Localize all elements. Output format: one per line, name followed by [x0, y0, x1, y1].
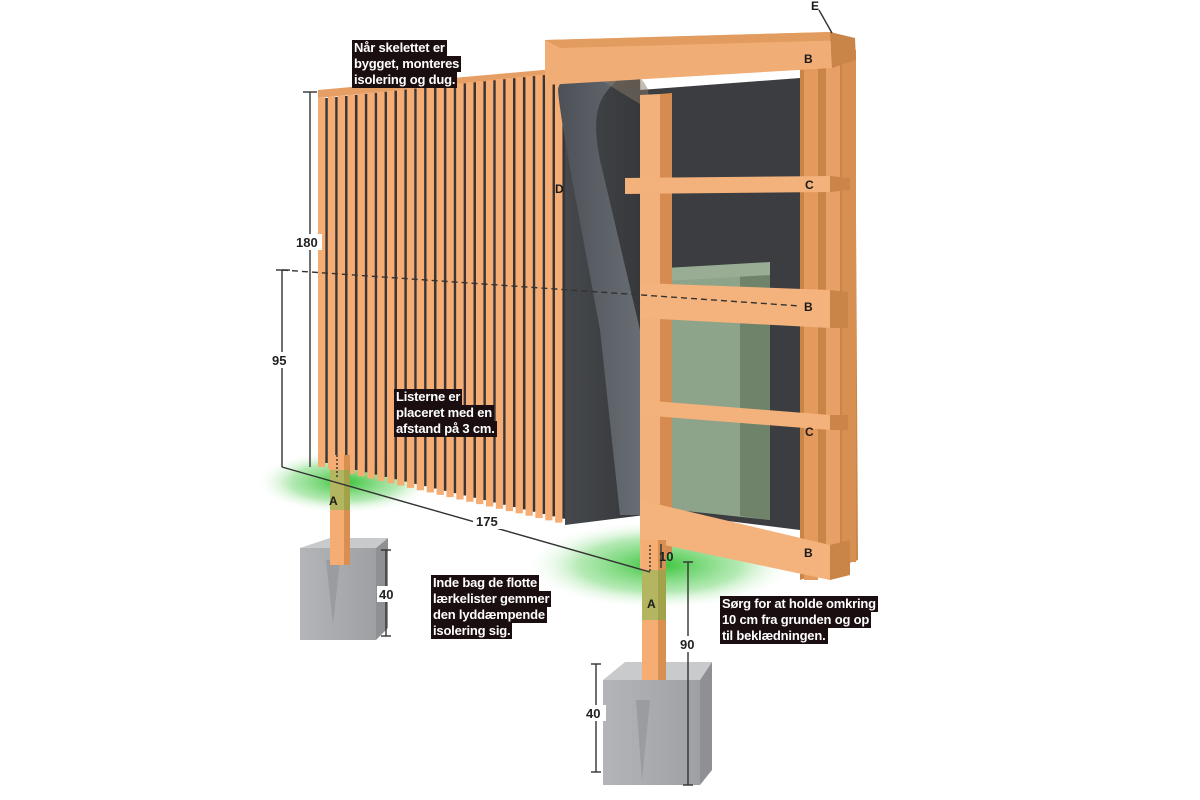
caption-line: isolering sig. [431, 623, 513, 639]
slat-gap-shadow [374, 92, 378, 475]
slat [515, 76, 523, 514]
slat-gap-shadow [552, 74, 556, 517]
dim-90: 90 [680, 637, 694, 652]
slat [495, 78, 504, 509]
slat [337, 95, 346, 472]
slat-gap-shadow [503, 79, 506, 505]
front-stud [640, 94, 660, 570]
dimension-lines [276, 9, 833, 786]
label-c-upper: C [805, 178, 814, 192]
slat [555, 72, 563, 523]
slat-gap-shadow [532, 76, 536, 512]
slat [476, 81, 484, 505]
caption-insulation: Inde bag de flotte lærkelister gemmer de… [431, 575, 552, 639]
caption-line: Inde bag de flotte [431, 575, 540, 591]
slat-gap-shadow [463, 83, 467, 496]
rail-b-top [545, 32, 856, 85]
dim-40-right: 40 [586, 706, 600, 721]
slat-gap-shadow [345, 95, 348, 468]
slat-gap-shadow [404, 89, 407, 482]
caption-line: Sørg for at holde omkring [720, 596, 878, 612]
slat [456, 83, 464, 500]
label-b-bottom: B [804, 546, 813, 560]
slat-gap-shadow [414, 88, 417, 484]
slat-gap-shadow [384, 91, 388, 477]
slat-gap-shadow [542, 75, 546, 515]
slat-gap-shadow [483, 81, 486, 501]
slat [525, 75, 533, 516]
caption-line: Når skelettet er [352, 40, 447, 56]
caption-line: isolering og dug. [352, 72, 458, 88]
slat-gap-shadow [473, 82, 477, 498]
slat [367, 92, 375, 479]
caption-top: Når skelettet er bygget, monteres isoler… [352, 40, 462, 88]
slat [485, 80, 494, 507]
dim-175: 175 [476, 514, 498, 529]
caption-line: bygget, monteres [352, 56, 462, 72]
rail-b-middle [640, 283, 848, 328]
caption-line: til beklædningen. [720, 628, 828, 644]
slat [406, 88, 415, 488]
label-b-middle: B [804, 300, 813, 314]
slat-gap-shadow [453, 84, 457, 494]
label-a-right: A [647, 597, 656, 611]
dim-10: 10 [659, 549, 673, 564]
slat [397, 89, 405, 486]
rail-c-upper [625, 176, 850, 194]
caption-line: lærkelister gemmer [431, 591, 552, 607]
caption-line: 10 cm fra grunden og op [720, 612, 872, 628]
slats [318, 68, 565, 523]
rail-b-bottom [640, 500, 850, 580]
slat-gap-shadow [325, 98, 328, 463]
slat [387, 90, 395, 484]
slat-gap-shadow [354, 94, 358, 470]
slat-gap-shadow [433, 86, 437, 489]
slat [377, 91, 385, 481]
slat [466, 82, 474, 502]
slat-gap-shadow [443, 85, 447, 491]
label-c-lower: C [805, 425, 814, 439]
dim-180: 180 [296, 235, 318, 250]
dim-95: 95 [272, 353, 286, 368]
caption-slats: Listerne er placeret med en afstand på 3… [394, 389, 497, 437]
slat [535, 74, 543, 519]
slat-gap-shadow [335, 96, 338, 466]
dim-40-left: 40 [379, 587, 393, 602]
slat [327, 96, 336, 470]
caption-line: placeret med en [394, 405, 494, 421]
label-d: D [555, 182, 564, 196]
caption-line: Listerne er [394, 389, 463, 405]
caption-clearance: Sørg for at holde omkring 10 cm fra grun… [720, 596, 878, 644]
post-right [603, 540, 712, 785]
label-b-top: B [804, 52, 813, 66]
label-a-left: A [329, 494, 338, 508]
slat-gap-shadow [424, 87, 427, 487]
slat [318, 97, 326, 467]
slat [347, 94, 355, 474]
slat [505, 77, 513, 512]
caption-line: afstand på 3 cm. [394, 421, 497, 437]
slat-gap-shadow [522, 77, 526, 510]
slat [357, 93, 365, 477]
slat-gap-shadow [364, 93, 368, 473]
slat-gap-shadow [394, 90, 398, 480]
caption-line: den lyddæmpende [431, 607, 547, 623]
slat-gap-shadow [513, 78, 516, 508]
slat [545, 73, 553, 521]
label-e: E [811, 0, 819, 13]
slat-gap-shadow [493, 80, 496, 503]
slat-gap-shadow [562, 73, 565, 519]
rail-c-lower [640, 400, 848, 430]
